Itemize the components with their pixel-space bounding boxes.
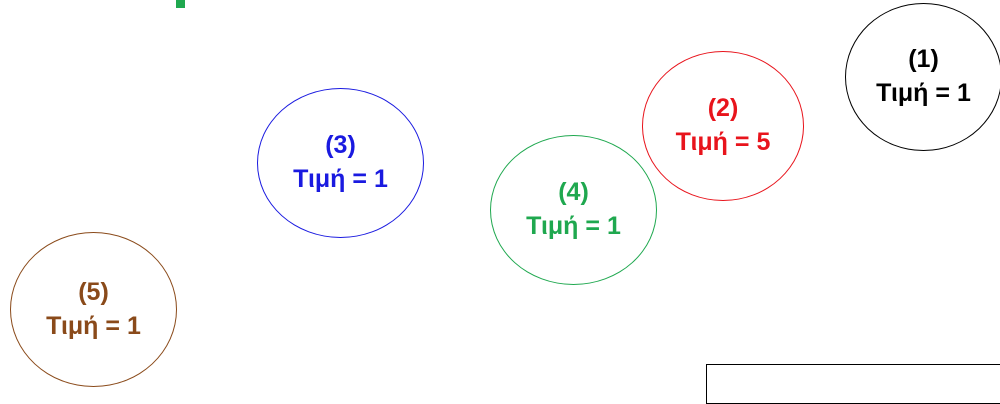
node-2-id: (2) [707, 94, 739, 123]
node-5-value: Τιμή = 1 [46, 311, 141, 340]
node-1-value: Τιμή = 1 [876, 79, 971, 107]
node-3-id: (3) [325, 131, 356, 160]
node-2-value: Τιμή = 5 [675, 128, 771, 156]
node-5-id: (5) [78, 277, 109, 306]
node-4: (4) Τιμή = 1 [490, 135, 657, 285]
node-5: (5) Τιμή = 1 [10, 232, 177, 387]
node-4-value: Τιμή = 1 [526, 212, 621, 240]
node-1: (1) Τιμή = 1 [845, 3, 1000, 151]
node-3-value: Τιμή = 1 [293, 165, 388, 193]
node-2: (2) Τιμή = 5 [642, 51, 804, 201]
diagram-canvas: (1) Τιμή = 1 (2) Τιμή = 5 (3) Τιμή = 1 (… [10, 0, 1000, 404]
green-title-fragment [176, 0, 185, 8]
node-3: (3) Τιμή = 1 [257, 88, 424, 238]
node-4-id: (4) [558, 178, 589, 207]
corner-box [706, 364, 1000, 404]
node-1-id: (1) [908, 45, 939, 74]
